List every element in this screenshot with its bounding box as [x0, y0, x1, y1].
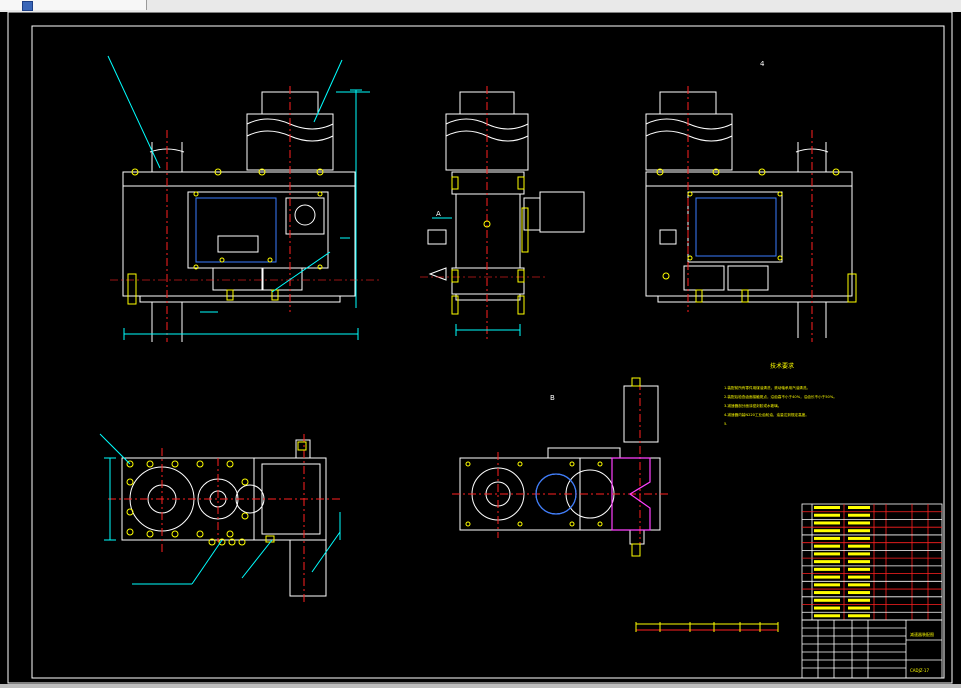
parts-row-text — [848, 552, 870, 556]
tech-note-3: 3.减速器剖分面涂密封胶或水玻璃。 — [724, 403, 781, 408]
parts-row-text — [848, 598, 870, 602]
parts-row-code — [814, 575, 840, 579]
parts-row-code — [814, 606, 840, 610]
drawing-file-icon — [22, 1, 33, 11]
view-label-a: A — [436, 210, 441, 218]
side-view-bolts — [451, 176, 529, 315]
inner-border — [31, 25, 945, 679]
rear-view-bolts — [656, 168, 857, 303]
tech-note-5: 5. — [724, 422, 727, 426]
title-block-name: 减速器装配图 — [910, 631, 934, 637]
front-view — [110, 86, 380, 342]
parts-row-text — [848, 614, 870, 618]
title-block-drawing-no: CADJZ-17 — [910, 668, 929, 673]
plan-view-left — [108, 434, 340, 602]
parts-row-code — [814, 513, 840, 517]
tech-note-4: 4.减速器内装N220工业齿轮油，油量达到规定高度。 — [724, 412, 809, 417]
parts-row-code — [814, 583, 840, 587]
parts-row-text — [848, 591, 870, 595]
parts-row-code — [814, 506, 840, 509]
plan-view-right-bolts — [465, 377, 641, 557]
parts-row-code — [814, 614, 840, 618]
technical-requirements: 技术要求 1.装配前所有零件用煤油清洗，滚动轴承用汽油清洗。 2.装配后检查齿面… — [724, 362, 837, 426]
parts-row-code — [814, 521, 840, 525]
parts-row-text — [848, 567, 870, 571]
side-view-dimensions — [432, 217, 521, 336]
title-block — [801, 619, 943, 679]
drawing-tab[interactable] — [0, 0, 147, 11]
tech-note-2: 2.装配后检查齿面接触斑点，沿齿高不小于40%，沿齿长不小于50%。 — [724, 394, 837, 399]
parts-row-text — [848, 575, 870, 579]
plan-view-left-dimensions — [99, 433, 341, 585]
parts-row-code — [814, 598, 840, 602]
front-view-dimensions — [107, 55, 370, 340]
tech-note-1: 1.装配前所有零件用煤油清洗，滚动轴承用汽油清洗。 — [724, 385, 810, 390]
parts-row-code — [814, 552, 840, 556]
parts-row-text — [848, 506, 870, 509]
cad-drawing-canvas[interactable]: A 4 — [0, 12, 961, 684]
parts-row-code — [814, 591, 840, 595]
rear-view — [645, 86, 853, 342]
parts-row-text — [848, 544, 870, 548]
plan-view-left-bolts — [126, 441, 307, 546]
parts-row-text — [848, 583, 870, 587]
parts-row-text — [848, 606, 870, 610]
parts-row-code — [814, 560, 840, 564]
parts-row-code — [814, 536, 840, 540]
parts-row-text — [848, 529, 870, 533]
parts-row-text — [848, 560, 870, 564]
parts-row-code — [814, 567, 840, 571]
plan-view-right-section — [535, 457, 651, 531]
parts-list-table — [801, 503, 943, 621]
parts-row-text — [848, 536, 870, 540]
tech-title: 技术要求 — [770, 362, 794, 370]
parts-row-text — [848, 513, 870, 517]
view-label-4: 4 — [760, 60, 765, 68]
status-strip — [0, 684, 961, 688]
parts-row-code — [814, 529, 840, 533]
front-view-bolts — [127, 168, 324, 305]
parts-row-text — [848, 521, 870, 525]
outer-border — [7, 12, 953, 684]
scale-bar — [635, 622, 779, 632]
plan-view-right — [452, 382, 670, 558]
parts-row-code — [814, 544, 840, 548]
view-label-b: B — [550, 394, 555, 402]
